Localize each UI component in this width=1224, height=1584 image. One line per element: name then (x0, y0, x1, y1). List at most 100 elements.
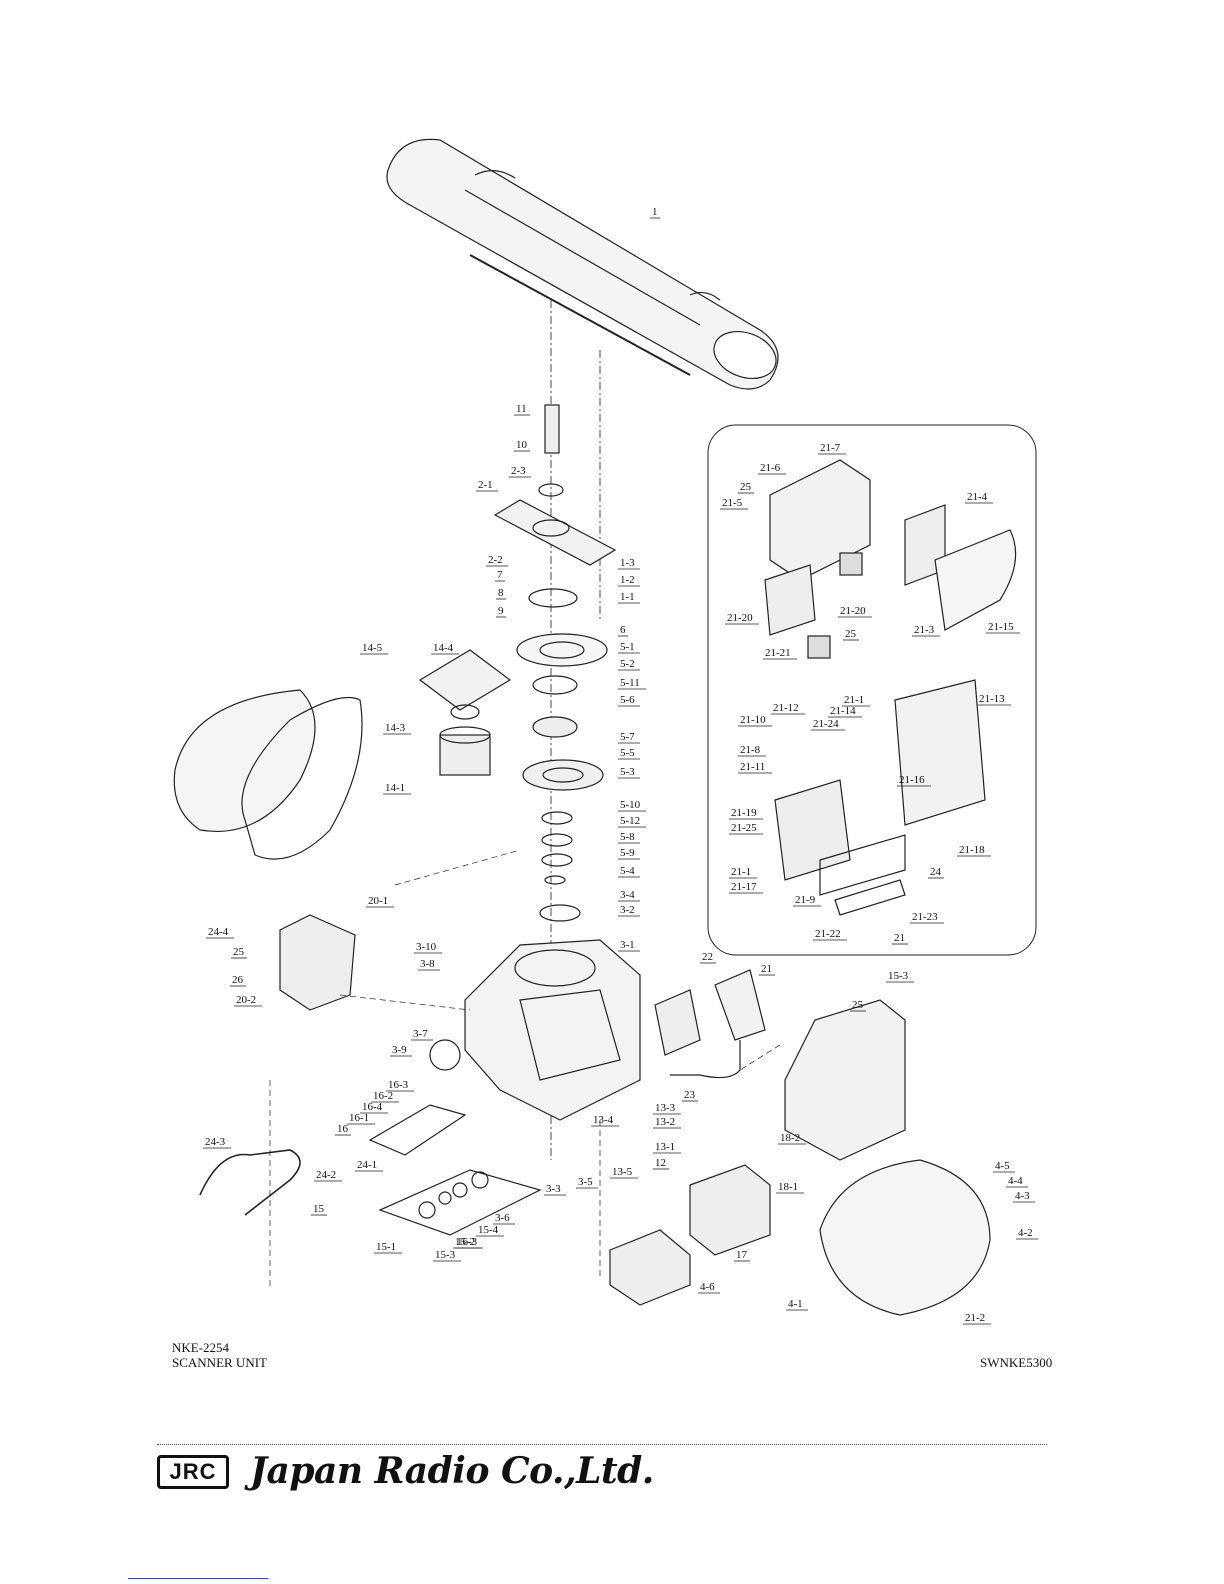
callout-label: 21-8 (740, 744, 761, 756)
callout-label: 21-25 (731, 822, 757, 834)
callout-label: 4-6 (700, 1281, 715, 1293)
callout-label: 13-5 (612, 1166, 633, 1178)
callout-label: 4-2 (1018, 1227, 1033, 1239)
callout-label: 5-3 (620, 766, 635, 778)
callout-label: 3-4 (620, 889, 635, 901)
assembly-21 (764, 459, 1017, 916)
drawing-number: SWNKE5300 (980, 1355, 1053, 1370)
callout-label: 13-3 (655, 1102, 676, 1114)
callout-label: 23 (684, 1089, 696, 1101)
callout-label: 5-5 (620, 747, 635, 759)
callout-label: 21-24 (813, 718, 839, 730)
bracket (493, 499, 617, 566)
callout-label: 21-16 (899, 774, 925, 786)
callout-label: 22 (702, 951, 713, 963)
callout-label: 21-9 (795, 894, 816, 906)
callout-label: 15-3 (435, 1249, 456, 1261)
callout-label: 21-3 (914, 624, 935, 636)
callout-label: 10 (516, 439, 528, 451)
callout-label: 21-1 (844, 694, 864, 706)
callout-label: 3-2 (620, 904, 635, 916)
callout-label: 21-20 (840, 605, 866, 617)
callout-label: 24 (930, 866, 942, 878)
callout-label: 4-1 (788, 1298, 803, 1310)
callout-label: 3-10 (416, 941, 437, 953)
main-housing (429, 939, 641, 1121)
radome (386, 138, 779, 390)
title-block: NKE-2254 SCANNER UNIT (172, 1340, 267, 1370)
callout-label: 3-5 (578, 1176, 593, 1188)
jrc-logo: JRC (157, 1455, 229, 1489)
callout-label: 8 (498, 587, 504, 599)
callout-label: 21-22 (815, 928, 841, 940)
callout-label: 11 (516, 403, 527, 415)
callout-label: 12 (655, 1157, 666, 1169)
model-number: NKE-2254 (172, 1340, 230, 1355)
callout-label: 21-18 (959, 844, 985, 856)
callout-label: 25 (740, 481, 752, 493)
callout-label: 5-12 (620, 815, 640, 827)
callout-label: 5-7 (620, 731, 635, 743)
callout-label: 21-23 (912, 911, 938, 923)
callout-label: 24-3 (205, 1136, 226, 1148)
callout-label: 21 (894, 932, 905, 944)
callout-label: 25 (845, 628, 857, 640)
callout-label: 3-7 (413, 1028, 428, 1040)
callout-label: 1 (652, 206, 658, 218)
callout-label: 13-4 (593, 1114, 614, 1126)
callout-label: 3-3 (546, 1183, 561, 1195)
callout-label: 13-1 (655, 1141, 675, 1153)
bearing-stack (516, 588, 608, 922)
callout-label: 24-1 (357, 1159, 377, 1171)
callout-label: 5-1 (620, 641, 635, 653)
callout-label: 5-8 (620, 831, 635, 843)
callout-label: 20-2 (236, 994, 256, 1006)
callout-label: 2-3 (511, 465, 526, 477)
callout-label: 5-11 (620, 677, 640, 689)
callout-label: 21-21 (765, 647, 791, 659)
callout-label: 21-10 (740, 714, 766, 726)
callout-label: 24-4 (208, 926, 229, 938)
callout-label: 1-1 (620, 591, 635, 603)
rotary-joint (544, 404, 560, 454)
callout-label: 21-5 (722, 497, 743, 509)
callout-label: 21-1 (731, 866, 751, 878)
unit-name: SCANNER UNIT (172, 1355, 267, 1370)
callout-label: 16-3 (457, 1236, 478, 1248)
bottom-link-underline (128, 1578, 268, 1579)
callout-label: 16-3 (388, 1079, 409, 1091)
callout-label: 5-4 (620, 865, 635, 877)
callout-label: 4-5 (995, 1160, 1010, 1172)
callout-label: 16-4 (362, 1101, 383, 1113)
callout-label: 6 (620, 624, 626, 636)
pcb-20 (279, 914, 356, 1011)
callout-label: 16-2 (373, 1090, 393, 1102)
callout-label: 5-2 (620, 658, 635, 670)
callout-label: 21-6 (760, 462, 781, 474)
callout-label: 1-2 (620, 574, 635, 586)
callout-label: 16-1 (349, 1112, 369, 1124)
callout-label: 15-1 (376, 1241, 396, 1253)
callout-label: 21-17 (731, 881, 757, 893)
callout-label: 24-2 (316, 1169, 336, 1181)
callout-label: 3-1 (620, 939, 635, 951)
callout-label: 14-3 (385, 722, 406, 734)
callout-label: 15-2 (455, 1236, 475, 1248)
callout-label: 21-2 (965, 1312, 985, 1324)
callout-label: 21-13 (979, 693, 1005, 705)
callout-label: 9 (498, 605, 504, 617)
callout-label: 15-3 (888, 970, 909, 982)
motor (418, 649, 512, 776)
left-cover (173, 689, 363, 860)
callout-label: 21-15 (988, 621, 1014, 633)
callout-label: 26 (232, 974, 244, 986)
callout-label: 7 (497, 569, 503, 581)
cable-24 (199, 1149, 301, 1216)
callout-label: 5-9 (620, 847, 635, 859)
callout-label: 1-3 (620, 557, 635, 569)
callout-label: 15-4 (478, 1224, 499, 1236)
callout-label: 21-11 (740, 761, 765, 773)
callout-label: 14-1 (385, 782, 405, 794)
callout-label: 25 (233, 946, 245, 958)
